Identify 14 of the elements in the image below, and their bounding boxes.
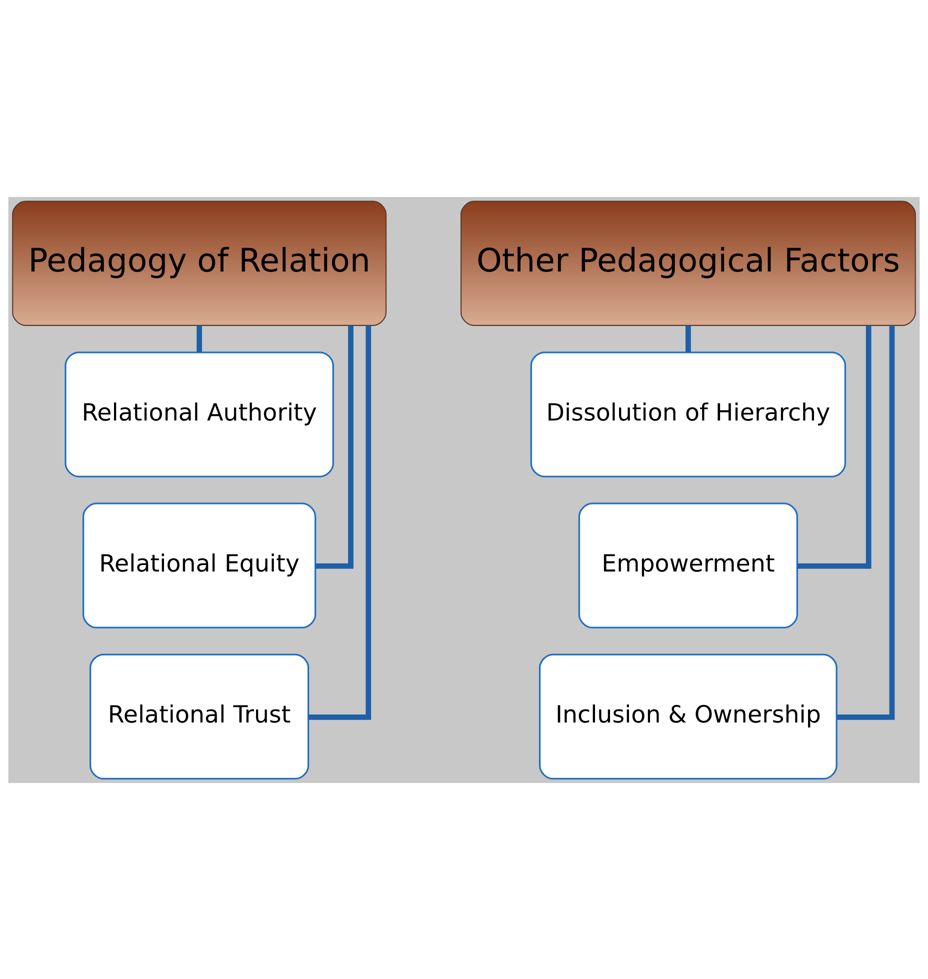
connector: [308, 325, 372, 720]
node-box: Relational Equity: [82, 502, 316, 628]
connector: [196, 325, 202, 352]
node-box: Inclusion & Ownership: [539, 653, 838, 779]
node-box: Relational Trust: [90, 653, 310, 779]
node-box: Empowerment: [578, 502, 798, 628]
connector: [316, 325, 354, 568]
node-box: Pedagogy of Relation: [12, 200, 387, 326]
connector: [797, 325, 872, 568]
node-box: Other Pedagogical Factors: [460, 200, 916, 326]
connector: [836, 325, 895, 720]
node-box: Relational Authority: [64, 351, 334, 477]
node-box: Dissolution of Hierarchy: [530, 351, 846, 477]
connector: [686, 325, 691, 352]
